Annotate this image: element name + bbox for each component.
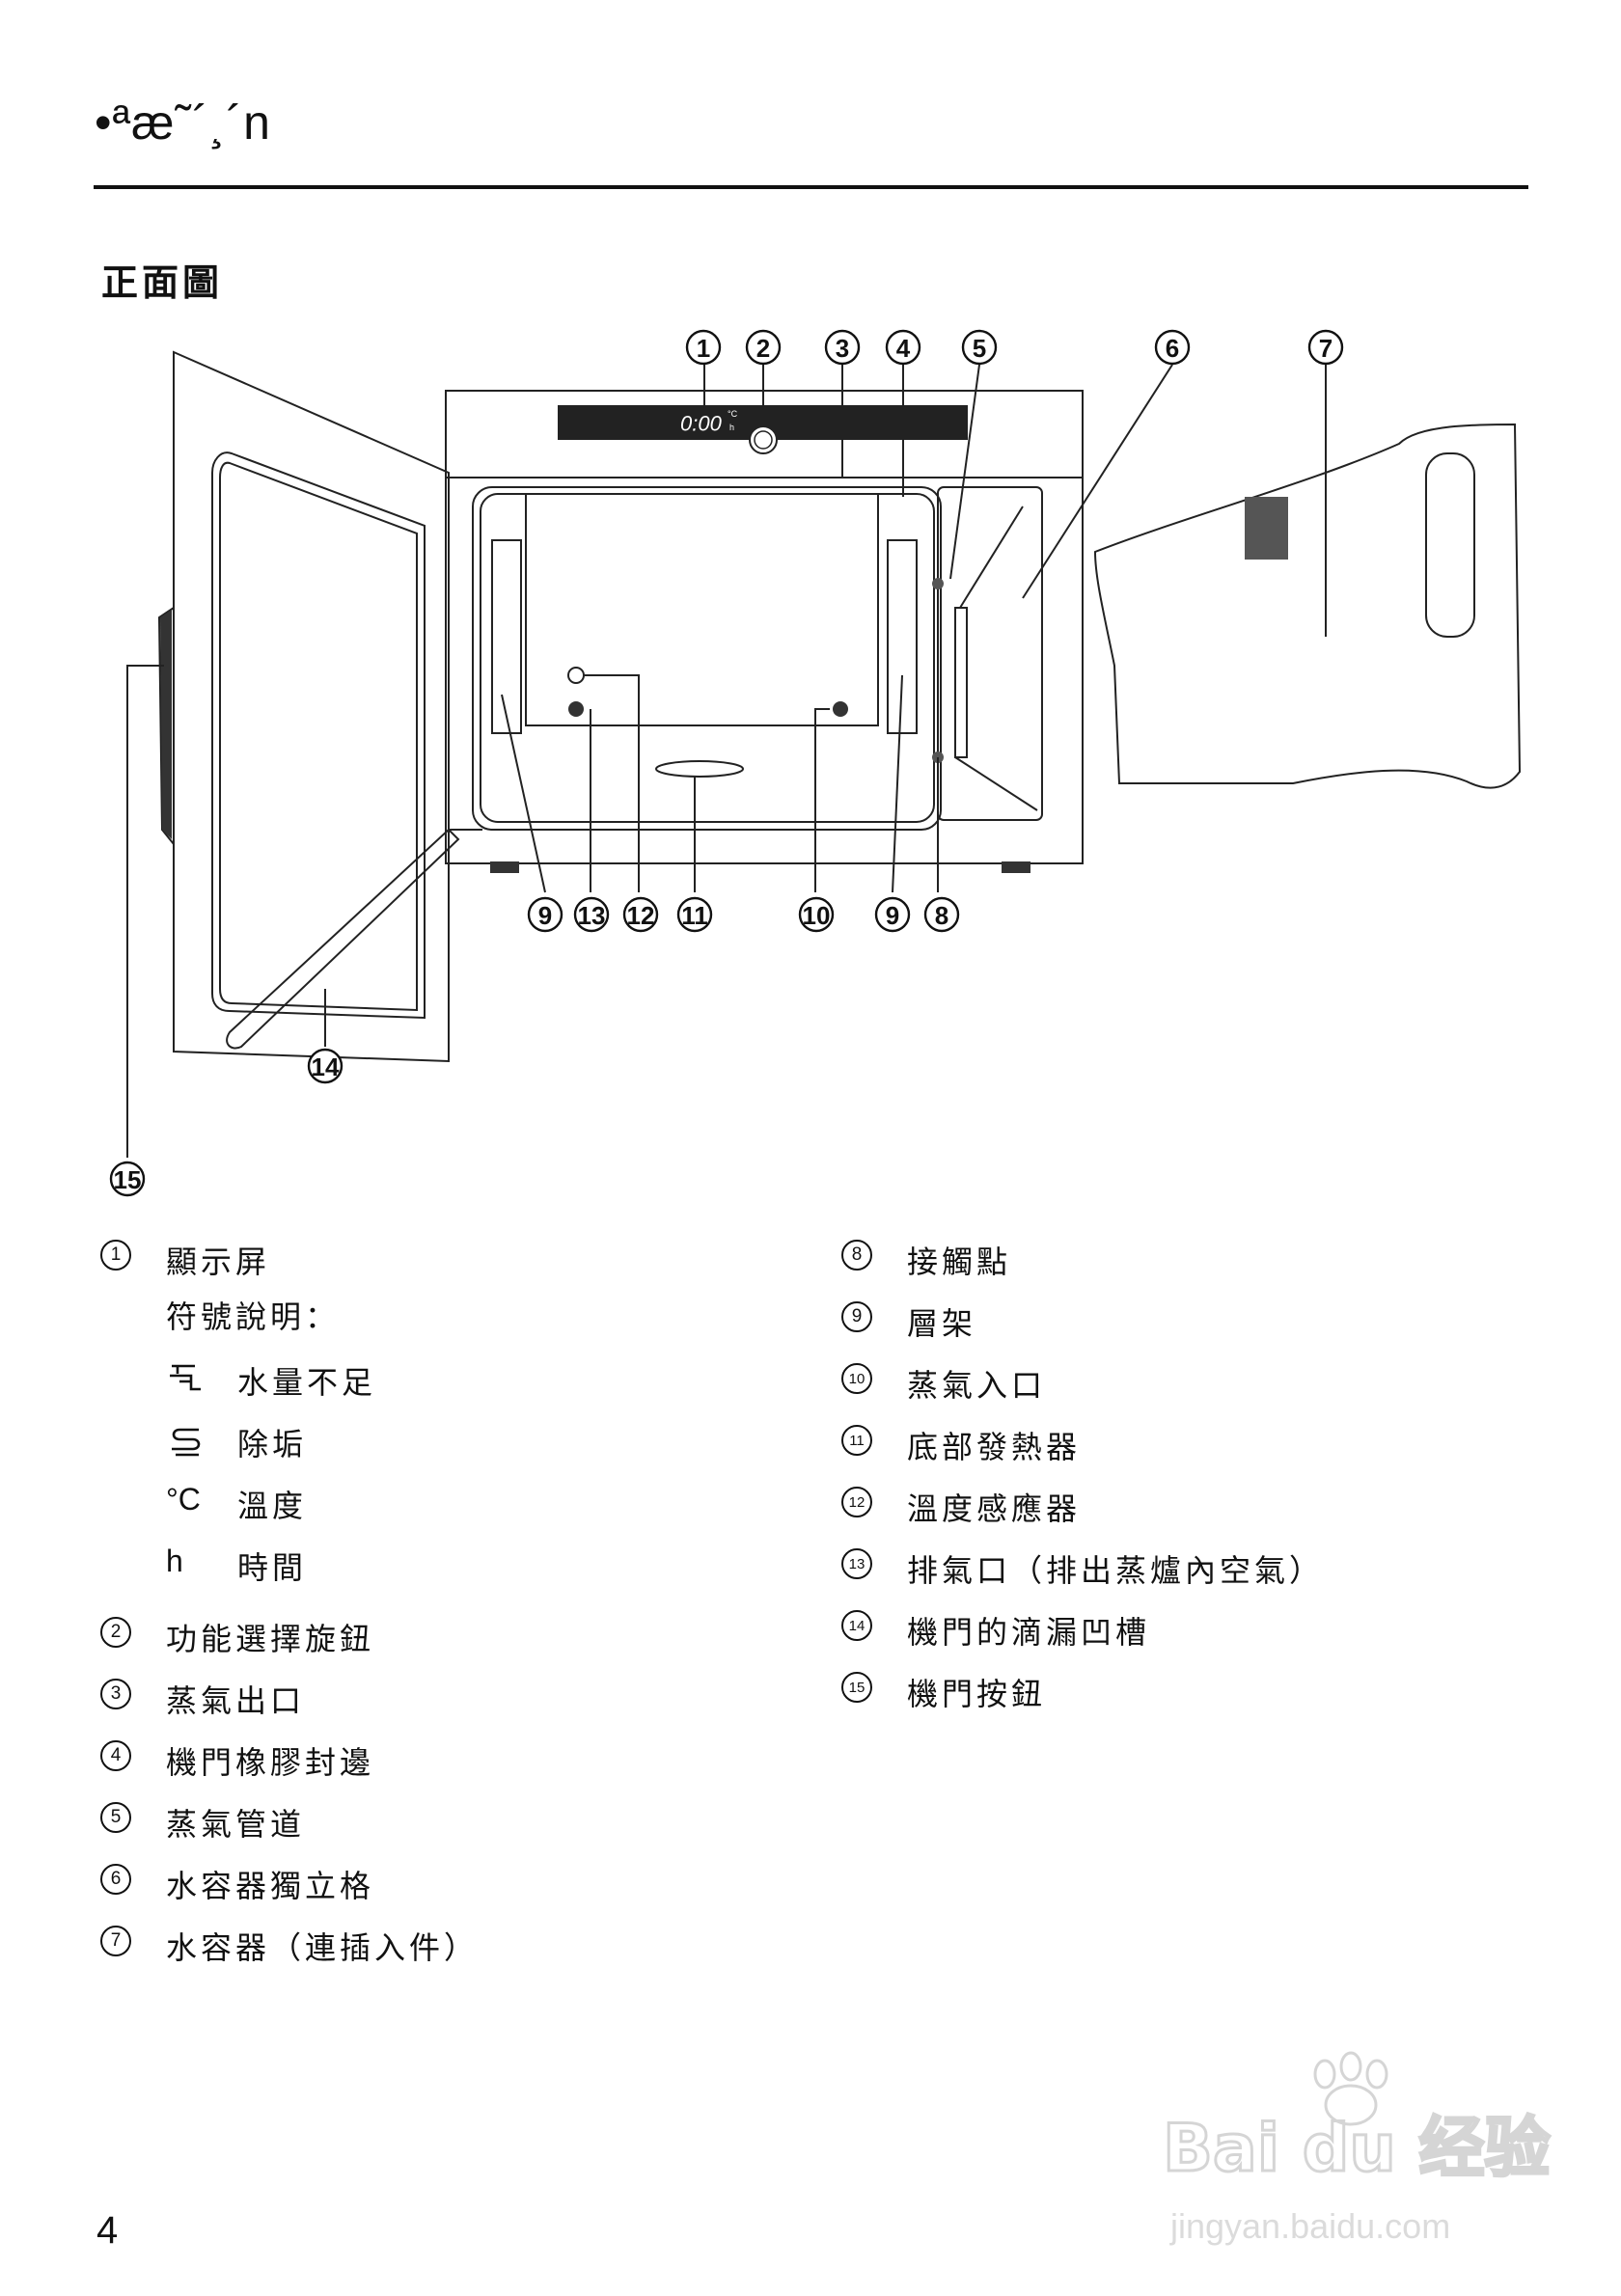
svg-text:1: 1	[697, 334, 710, 363]
svg-text:7: 7	[1319, 334, 1333, 363]
svg-text:10: 10	[803, 901, 831, 930]
page-header-title: •ªæ˜´¸´n	[95, 96, 271, 150]
celsius-icon: °C	[166, 1482, 201, 1517]
legend-number: 7	[100, 1926, 131, 1956]
legend-number: 6	[100, 1864, 131, 1895]
svg-text:6: 6	[1166, 334, 1179, 363]
callout-14: 14	[307, 1048, 343, 1084]
symbol-label: 時間	[237, 1549, 308, 1586]
paw-icon	[1313, 2051, 1388, 2126]
legend-label: 蒸氣入口	[907, 1367, 1047, 1404]
header-rule	[94, 185, 1528, 189]
svg-text:8: 8	[935, 901, 948, 930]
svg-text:9: 9	[886, 901, 899, 930]
legend-number: 1	[100, 1240, 131, 1271]
legend-label: 水容器獨立格	[166, 1868, 375, 1904]
callout-4: 4	[885, 329, 921, 366]
symbol-label: 溫度	[237, 1488, 308, 1524]
legend-number: 4	[100, 1740, 131, 1771]
legend-number: 8	[841, 1240, 872, 1271]
legend-label: 蒸氣管道	[166, 1806, 306, 1843]
callout-12: 12	[622, 896, 659, 933]
legend-number: 9	[841, 1301, 872, 1332]
symbol-label: 除垢	[237, 1426, 308, 1462]
svg-text:9: 9	[538, 901, 552, 930]
legend-number: 15	[841, 1672, 872, 1703]
callout-5: 5	[961, 329, 998, 366]
callout-1: 1	[685, 329, 722, 366]
svg-text:12: 12	[627, 901, 655, 930]
legend-label: 溫度感應器	[907, 1490, 1082, 1527]
svg-text:4: 4	[896, 334, 911, 363]
legend-label: 水容器（連插入件）	[166, 1929, 480, 1966]
symbols-heading: 符號說明：	[166, 1298, 341, 1335]
section-title: 正面圖	[101, 261, 224, 304]
legend-label: 接觸點	[907, 1244, 1012, 1280]
oven-body: 0:00 °C h	[445, 390, 1084, 873]
water-container	[1093, 423, 1522, 789]
watermark-url: jingyan.baidu.com	[1169, 2206, 1450, 2246]
callout-9-right: 9	[874, 896, 911, 933]
callout-10: 10	[798, 896, 835, 933]
baidu-jingyan-watermark: Bai du 经验 jingyan.baidu.com	[1162, 2051, 1552, 2246]
legend-label: 顯示屏	[166, 1244, 271, 1280]
callout-9-left: 9	[527, 896, 563, 933]
legend-label: 機門的滴漏凹槽	[907, 1614, 1151, 1651]
legend-label: 底部發熱器	[907, 1429, 1082, 1465]
oven-door	[157, 350, 482, 1063]
callout-labels: 1 2 3 4 5 6 7 9 13 12 11 10 9 8 14 15	[109, 329, 1344, 1197]
callout-6: 6	[1154, 329, 1191, 366]
svg-text:2: 2	[756, 334, 770, 363]
legend-label: 功能選擇旋鈕	[166, 1621, 375, 1657]
legend-number: 10	[841, 1363, 872, 1394]
callout-15: 15	[109, 1161, 146, 1197]
svg-text:15: 15	[114, 1165, 142, 1194]
function-selector-knob	[749, 425, 778, 454]
callout-8: 8	[923, 896, 960, 933]
svg-text:11: 11	[681, 901, 708, 930]
display-readout: 0:00	[680, 412, 723, 436]
hour-icon: h	[166, 1544, 183, 1578]
legend-number: 3	[100, 1679, 131, 1709]
legend-label: 排氣口（排出蒸爐內空氣）	[907, 1552, 1325, 1589]
callout-13: 13	[573, 896, 610, 933]
legend-number: 14	[841, 1610, 872, 1641]
leader-lines	[126, 364, 1327, 1158]
descale-icon	[172, 1428, 201, 1457]
legend-number: 2	[100, 1617, 131, 1648]
callout-11: 11	[676, 896, 713, 933]
legend-label: 機門橡膠封邊	[166, 1744, 375, 1781]
symbol-label: 水量不足	[237, 1364, 377, 1401]
legend-label: 蒸氣出口	[166, 1682, 306, 1719]
steam-oven-front-view-diagram: 0:00 °C h	[109, 329, 1522, 1197]
legend-number: 12	[841, 1487, 872, 1517]
legend-number: 5	[100, 1802, 131, 1833]
legend-number: 13	[841, 1548, 872, 1579]
svg-text:13: 13	[578, 901, 606, 930]
svg-text:5: 5	[973, 334, 986, 363]
svg-text:°C: °C	[728, 409, 738, 419]
legend-label: 層架	[907, 1305, 977, 1342]
legend-label: 機門按鈕	[907, 1676, 1047, 1712]
watermark-logo: Bai du 经验	[1163, 2111, 1550, 2187]
svg-text:14: 14	[312, 1052, 340, 1081]
tap-icon	[170, 1364, 201, 1391]
callout-3: 3	[824, 329, 861, 366]
callout-7: 7	[1307, 329, 1344, 366]
legend-number: 11	[841, 1425, 872, 1456]
page-number: 4	[96, 2209, 119, 2252]
callout-2: 2	[745, 329, 782, 366]
svg-text:h: h	[729, 423, 734, 432]
svg-text:3: 3	[836, 334, 849, 363]
